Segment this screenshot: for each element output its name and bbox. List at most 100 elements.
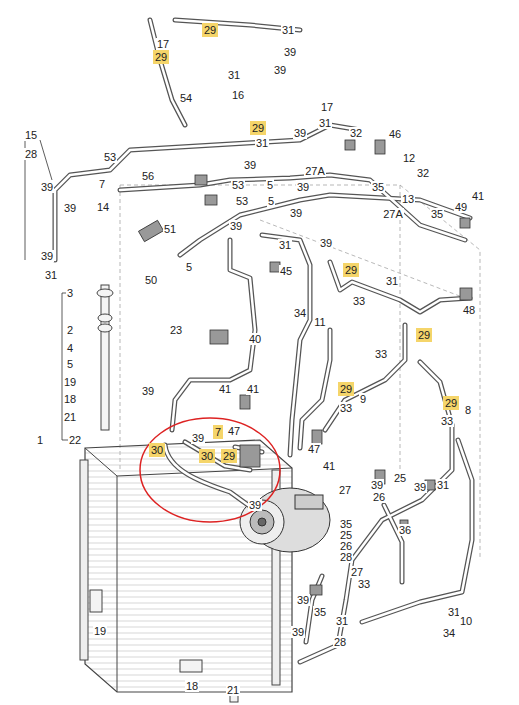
callout-number: 39 — [283, 46, 297, 58]
highlight-callout-box: 29 — [443, 396, 459, 410]
callout-number: 33 — [440, 415, 454, 427]
callout-number: 29 — [223, 450, 235, 462]
callout-number: 41 — [322, 460, 336, 472]
condenser — [80, 440, 292, 692]
callout-number: 45 — [279, 265, 293, 277]
callout-number: 39 — [248, 499, 262, 511]
callout-number: 41 — [246, 383, 260, 395]
callout-number: 10 — [459, 615, 473, 627]
callout-number: 32 — [349, 127, 363, 139]
callout-number: 29 — [252, 122, 264, 134]
callout-number: 47 — [307, 443, 321, 455]
callout-number: 41 — [218, 383, 232, 395]
callout-number: 26 — [372, 491, 386, 503]
callout-number: 49 — [454, 201, 468, 213]
callout-number: 13 — [401, 193, 415, 205]
bracket-lines — [25, 140, 68, 440]
callout-number: 7 — [98, 178, 106, 190]
clamps — [138, 140, 472, 595]
callout-number: 27A — [304, 165, 326, 177]
callout-number: 34 — [442, 627, 456, 639]
callout-number: 33 — [357, 578, 371, 590]
callout-number: 31 — [278, 239, 292, 251]
callout-number: 51 — [163, 223, 177, 235]
callout-number: 39 — [291, 626, 305, 638]
callout-number: 29 — [204, 24, 216, 36]
callout-number: 19 — [93, 625, 107, 637]
callout-number: 56 — [141, 170, 155, 182]
callout-number: 23 — [169, 324, 183, 336]
callout-number: 31 — [281, 24, 295, 36]
callout-number: 5 — [266, 179, 274, 191]
callout-number: 39 — [296, 181, 310, 193]
callout-number: 30 — [201, 450, 213, 462]
callout-number: 48 — [462, 304, 476, 316]
callout-number: 40 — [248, 333, 262, 345]
highlight-callout-box: 30 — [149, 443, 165, 457]
receiver-dryer — [90, 285, 238, 702]
callout-number: 15 — [24, 129, 38, 141]
callout-number: 39 — [296, 594, 310, 606]
callout-number: 25 — [393, 472, 407, 484]
callout-number: 53 — [235, 195, 249, 207]
callout-number: 31 — [385, 275, 399, 287]
callout-number: 39 — [289, 207, 303, 219]
callout-number: 1 — [36, 434, 44, 446]
highlight-callout-box: 29 — [221, 449, 237, 463]
callout-number: 3 — [66, 287, 74, 299]
callout-number: 17 — [156, 38, 170, 50]
callout-number: 33 — [339, 402, 353, 414]
callout-number: 35 — [371, 181, 385, 193]
callout-number: 35 — [313, 606, 327, 618]
callout-number: 12 — [402, 152, 416, 164]
callout-number: 29 — [345, 264, 357, 276]
callout-number: 50 — [144, 274, 158, 286]
highlight-circle — [140, 418, 280, 522]
compressor — [240, 488, 330, 552]
callout-number: 30 — [151, 444, 163, 456]
highlight-callout-box: 29 — [343, 263, 359, 277]
callout-number: 39 — [40, 250, 54, 262]
callout-number: 31 — [335, 615, 349, 627]
callout-number: 4 — [66, 342, 74, 354]
callout-number: 33 — [352, 295, 366, 307]
callout-number: 39 — [370, 479, 384, 491]
callout-number: 29 — [445, 397, 457, 409]
callout-number: 34 — [293, 307, 307, 319]
callout-number: 39 — [63, 202, 77, 214]
callout-number: 7 — [215, 426, 221, 438]
callout-number: 16 — [231, 89, 245, 101]
highlight-callout-box: 30 — [199, 449, 215, 463]
callout-number: 21 — [63, 411, 77, 423]
callout-number: 39 — [229, 220, 243, 232]
callout-number: 17 — [320, 101, 334, 113]
callout-number: 39 — [273, 64, 287, 76]
highlight-callout-box: 29 — [250, 121, 266, 135]
callout-number: 2 — [66, 324, 74, 336]
callout-number: 5 — [66, 358, 74, 370]
highlight-callout-box: 29 — [153, 50, 169, 64]
callout-number: 27 — [350, 566, 364, 578]
callout-number: 21 — [226, 684, 240, 696]
callout-number: 31 — [436, 479, 450, 491]
callout-number: 46 — [388, 128, 402, 140]
callout-number: 31 — [227, 69, 241, 81]
callout-number: 9 — [359, 393, 367, 405]
highlight-callout-box: 29 — [338, 382, 354, 396]
callout-number: 22 — [68, 434, 82, 446]
callout-number: 53 — [231, 179, 245, 191]
highlight-callout-box: 29 — [202, 23, 218, 37]
callout-number: 53 — [103, 151, 117, 163]
callout-number: 28 — [339, 551, 353, 563]
callout-number: 27 — [338, 484, 352, 496]
callout-number: 39 — [413, 481, 427, 493]
callout-number: 39 — [191, 432, 205, 444]
callout-number: 39 — [141, 385, 155, 397]
callout-number: 28 — [333, 636, 347, 648]
callout-number: 8 — [464, 404, 472, 416]
callout-number: 31 — [44, 269, 58, 281]
highlight-callout-box: 7 — [213, 425, 223, 439]
callout-number: 31 — [318, 117, 332, 129]
